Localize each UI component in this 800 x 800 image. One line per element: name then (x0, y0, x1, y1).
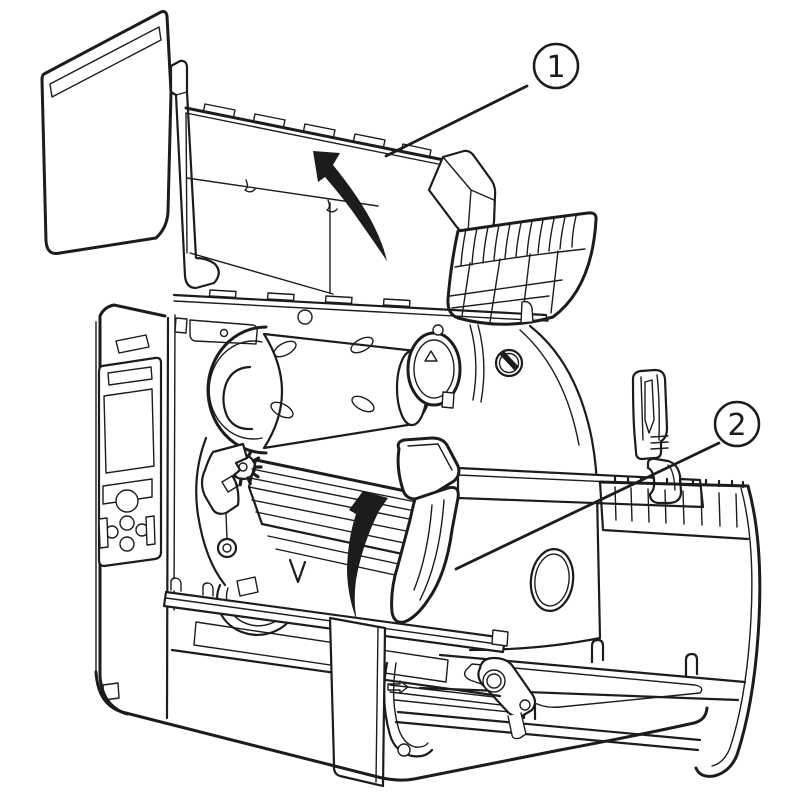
media-cover (40, 10, 598, 326)
model-badge (115, 334, 150, 354)
guide-ribs (650, 435, 669, 450)
hinge-arc-outer (528, 324, 599, 494)
printhead-assembly[interactable] (195, 436, 461, 636)
printhead-block (247, 458, 422, 578)
floor-clip-left (590, 638, 605, 664)
cover-corner-tab (427, 149, 497, 236)
v-guide-mark (288, 558, 307, 584)
floor-recess (463, 663, 703, 708)
callout-1-leader (384, 84, 529, 158)
rail-tabs (208, 289, 411, 308)
callout-1-badge (532, 42, 580, 90)
bottom-silhouette (94, 670, 709, 782)
tear-bar-end-tab (491, 629, 509, 647)
spindle-flange-outer (206, 325, 268, 455)
callout-2-label: 2 (727, 408, 746, 443)
bracket-slot (221, 475, 239, 493)
bracket-hole (219, 328, 229, 338)
corner-tab-creases (442, 156, 495, 233)
sensor-bellcrank (477, 656, 537, 740)
head-latch-lever[interactable] (390, 436, 461, 624)
up-button[interactable] (119, 515, 135, 531)
tear-bar-tab (236, 576, 259, 597)
rail-bracket (189, 319, 258, 345)
fanfold-ribs (454, 215, 586, 268)
cover-right-edge (694, 484, 762, 778)
cover-flap (40, 10, 173, 255)
side-plate-arc (195, 436, 227, 587)
feed-direction-arrow (387, 680, 409, 694)
spindle-flange-inner (208, 340, 263, 440)
cover-flap-rim (49, 26, 162, 98)
screw-slot (500, 351, 519, 371)
front-pillar-line (375, 627, 379, 783)
upper-frame-rail (172, 289, 599, 494)
guide-ridge (644, 379, 655, 434)
left-body (95, 303, 176, 720)
triangle-mark (424, 350, 438, 362)
wall-top-edge (598, 480, 750, 488)
vent-slots (202, 103, 432, 158)
callout-1: 1 (384, 42, 580, 158)
down-button[interactable] (119, 536, 135, 552)
hinge-arc-inner (519, 329, 580, 446)
latch-hook-right (326, 199, 338, 213)
pivot-bolt (216, 537, 238, 559)
left-face-top (98, 303, 167, 318)
callout-2: 2 (454, 400, 761, 571)
thumb-screw-rim (498, 352, 520, 374)
cylinder-cutouts (270, 336, 375, 419)
cover-open-arrow (313, 151, 387, 261)
front-clip-right (202, 582, 214, 597)
callout-2-badge (713, 400, 761, 448)
display[interactable] (103, 388, 155, 474)
spindle-recess (222, 365, 254, 431)
status-light-slot (107, 366, 153, 386)
printhead-open-arrow (347, 491, 388, 621)
cover-hinge-pillar (169, 59, 220, 290)
frame-front-edge-inner (173, 314, 176, 611)
pillar-detail (175, 91, 188, 96)
compartment-floor (394, 638, 747, 752)
center-wall-edge (468, 490, 602, 652)
callout-2-leader (454, 441, 721, 571)
wall-hole-inner (534, 553, 570, 607)
media-guide[interactable] (631, 368, 683, 505)
front-clip-left (170, 577, 182, 592)
wall-hole-outer (529, 548, 575, 612)
knob-stud (432, 324, 444, 336)
frame-hole (297, 309, 313, 325)
floor-rim (394, 710, 702, 752)
pivot-bolt-center (222, 543, 232, 553)
wall-ticks (614, 486, 738, 528)
pause-button[interactable] (98, 517, 109, 549)
hinge-strut (469, 324, 485, 403)
callout-1-label: 1 (546, 50, 565, 85)
front-section (94, 576, 709, 788)
knob-latch (441, 391, 455, 409)
floor-front-edge (418, 686, 740, 702)
cover-right-edge-inner (711, 487, 753, 767)
feed-button[interactable] (145, 515, 156, 546)
bracket-link (225, 512, 228, 540)
front-badge (102, 682, 120, 701)
frame-notch (174, 317, 188, 334)
spindle-knob-inner (413, 339, 455, 399)
floor-clip-right (684, 652, 699, 678)
frame-front-edge (165, 316, 170, 720)
cover-top-ridge-inner (185, 112, 444, 166)
rail-end-tab (520, 300, 534, 324)
latch-hook-left (244, 179, 256, 193)
control-panel (97, 334, 163, 568)
select-button[interactable] (115, 489, 139, 513)
ribbon-supply-spindle[interactable] (206, 324, 524, 455)
right-cover (598, 475, 762, 778)
